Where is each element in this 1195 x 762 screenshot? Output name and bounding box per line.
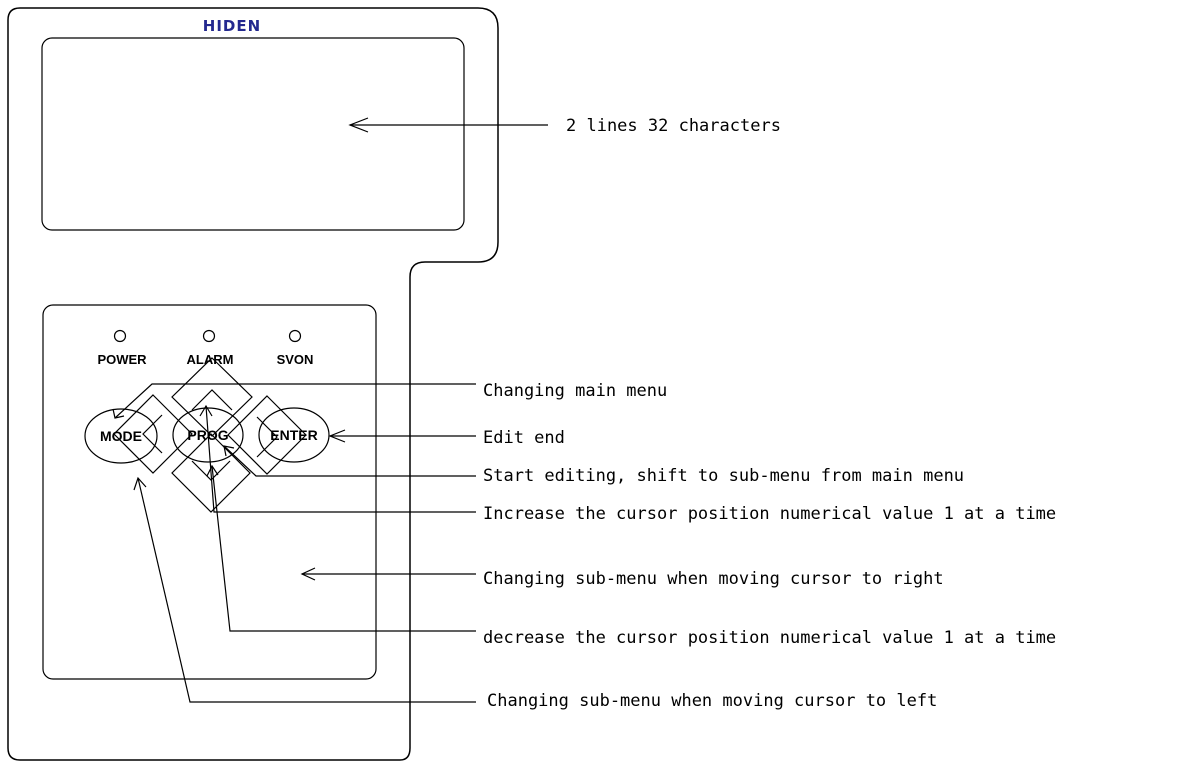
prog-annotation: Start editing, shift to sub-menu from ma… <box>483 466 964 486</box>
enter-annotation: Edit end <box>483 428 565 448</box>
brand-logo: HIDEN <box>203 17 261 35</box>
power-led-label: POWER <box>97 352 147 367</box>
leader-right-arrow <box>300 567 476 581</box>
leader-left-arrow <box>133 476 476 703</box>
leader-up-arrow <box>199 404 476 513</box>
right-arrow-key[interactable] <box>227 395 307 475</box>
mode-button[interactable]: MODE <box>84 408 158 464</box>
right-annotation: Changing sub-menu when moving cursor to … <box>483 569 944 589</box>
right-arrow-icon <box>256 416 278 458</box>
enter-button[interactable]: ENTER <box>258 407 330 463</box>
up-arrow-icon <box>191 389 233 411</box>
leader-mode <box>112 383 476 419</box>
left-arrow-key[interactable] <box>113 394 193 474</box>
svon-led <box>288 329 302 343</box>
left-annotation: Changing sub-menu when moving cursor to … <box>487 691 937 711</box>
mode-annotation: Changing main menu <box>483 381 667 401</box>
up-annotation: Increase the cursor position numerical v… <box>483 504 1056 524</box>
power-led <box>113 329 127 343</box>
device-body <box>7 7 499 761</box>
leader-enter <box>328 429 476 443</box>
display-annotation: 2 lines 32 characters <box>566 116 781 136</box>
leader-display <box>348 117 548 133</box>
down-annotation: decrease the cursor position numerical v… <box>483 628 1056 648</box>
leader-prog <box>223 445 476 477</box>
alarm-led <box>202 329 216 343</box>
mode-button-label: MODE <box>100 428 142 444</box>
left-arrow-icon <box>142 414 163 454</box>
svon-led-label: SVON <box>277 352 314 367</box>
leader-down-arrow <box>206 464 476 632</box>
lcd-display <box>41 37 465 231</box>
enter-button-label: ENTER <box>270 427 317 443</box>
keypad-panel <box>42 304 377 680</box>
